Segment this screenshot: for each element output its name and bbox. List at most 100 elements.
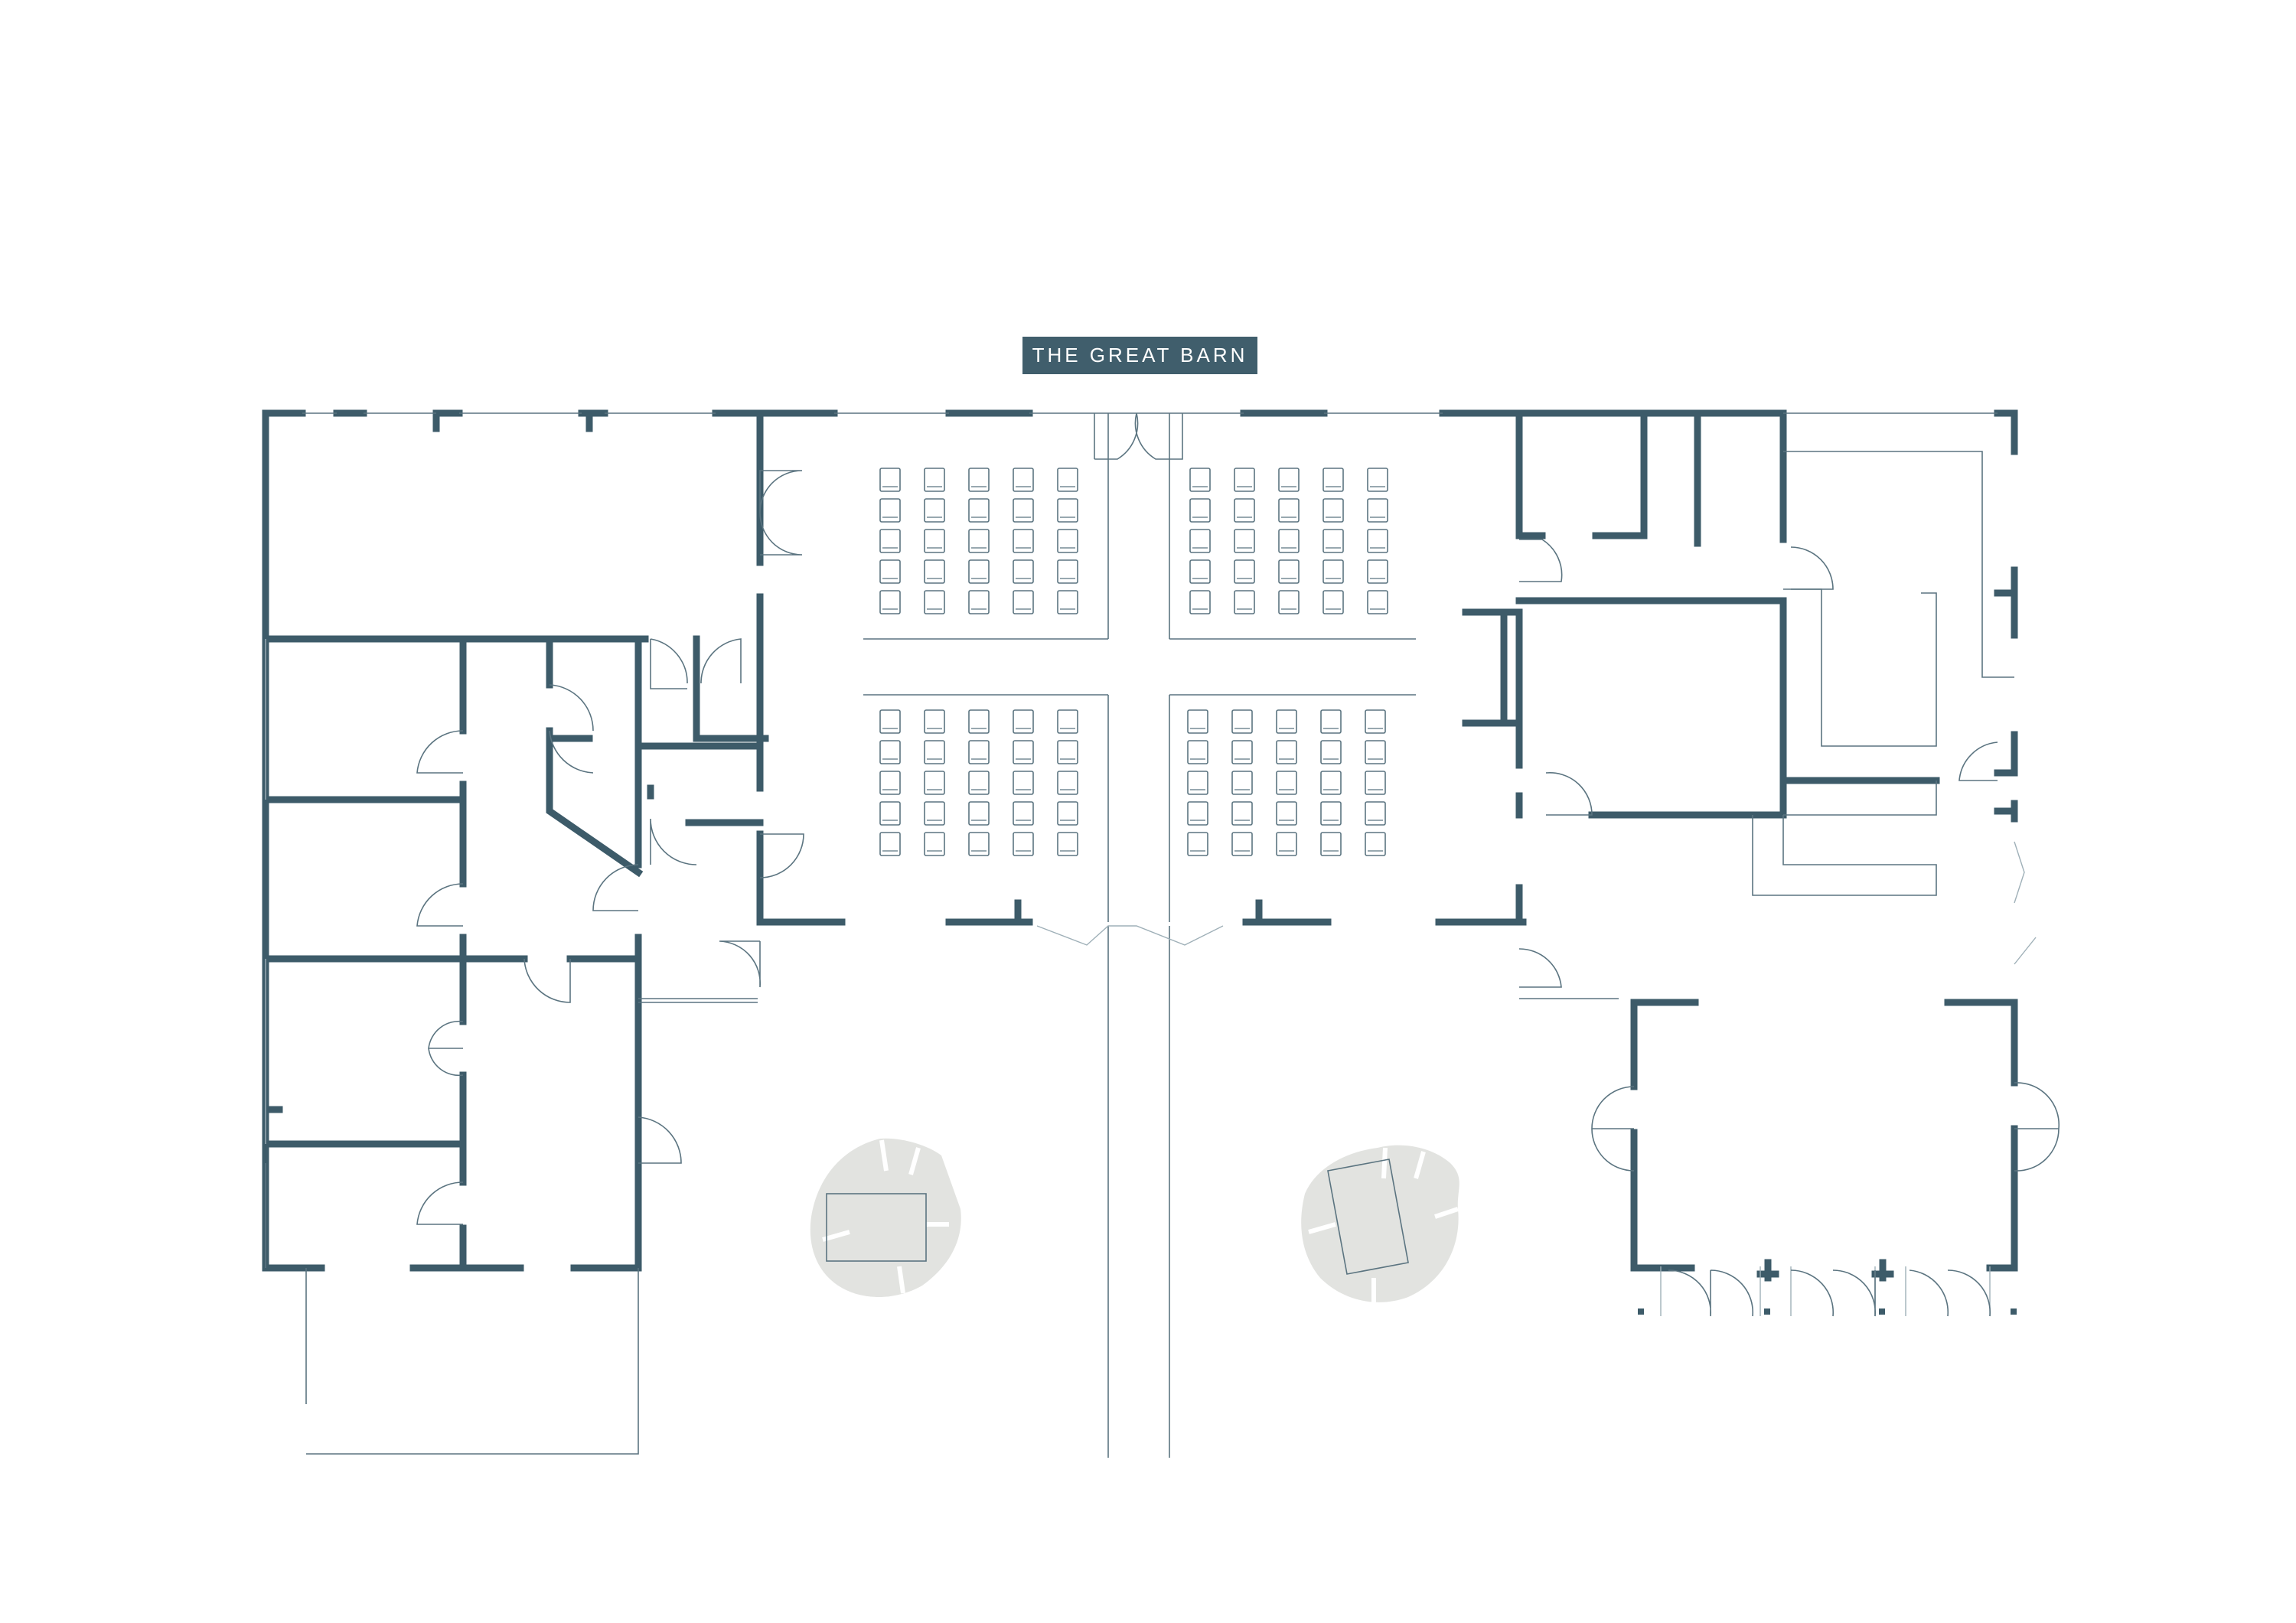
chair (1276, 801, 1297, 826)
chair (1322, 529, 1344, 553)
chair (879, 832, 901, 856)
table-right (1327, 1159, 1409, 1275)
chair (1057, 771, 1078, 795)
chair (968, 740, 990, 764)
chair (879, 468, 901, 492)
chair (1365, 740, 1386, 764)
chair (1367, 559, 1388, 584)
chair (924, 832, 945, 856)
chair (1276, 832, 1297, 856)
chair (1187, 832, 1208, 856)
chair (1320, 740, 1342, 764)
terrace-posts (1638, 1309, 2017, 1315)
chair (1320, 801, 1342, 826)
chair (879, 801, 901, 826)
chair (968, 709, 990, 734)
building-title-label: THE GREAT BARN (1022, 337, 1257, 374)
chair (1365, 771, 1386, 795)
chair (1365, 709, 1386, 734)
chair (968, 771, 990, 795)
chair (1013, 771, 1034, 795)
chair (968, 590, 990, 614)
chair (1322, 468, 1344, 492)
chair (879, 529, 901, 553)
chair (1013, 801, 1034, 826)
chair (1189, 559, 1211, 584)
chair (1189, 468, 1211, 492)
chair (1187, 801, 1208, 826)
right-wing-walls (1462, 597, 2018, 1282)
chair (1276, 771, 1297, 795)
chair (968, 498, 990, 523)
chair (968, 559, 990, 584)
chair (1057, 529, 1078, 553)
chair (1322, 498, 1344, 523)
chair (1276, 709, 1297, 734)
chair (1013, 832, 1034, 856)
chair (1057, 832, 1078, 856)
chair (1234, 559, 1255, 584)
chair (924, 468, 945, 492)
table-left (826, 1193, 927, 1262)
chair (924, 498, 945, 523)
chair (1320, 771, 1342, 795)
chair (1057, 590, 1078, 614)
chair (1057, 801, 1078, 826)
chair (879, 740, 901, 764)
doors (416, 412, 2060, 1317)
chair (879, 709, 901, 734)
chair (1013, 529, 1034, 553)
chair (1057, 740, 1078, 764)
chair (1013, 468, 1034, 492)
chair (924, 529, 945, 553)
chair (1189, 498, 1211, 523)
chair (1187, 740, 1208, 764)
chair (1367, 468, 1388, 492)
chair (1278, 559, 1300, 584)
chair (1057, 468, 1078, 492)
chair (1013, 740, 1034, 764)
chair (1231, 832, 1253, 856)
chair (1276, 740, 1297, 764)
seating-chairs (879, 468, 1388, 856)
chair (1234, 590, 1255, 614)
chair (1189, 590, 1211, 614)
chair (879, 590, 901, 614)
chair (1057, 559, 1078, 584)
chair (1187, 771, 1208, 795)
tree-right (1301, 1145, 1459, 1305)
chair (924, 590, 945, 614)
chair (968, 801, 990, 826)
chair (1278, 468, 1300, 492)
chair (1278, 529, 1300, 553)
chair (1320, 709, 1342, 734)
chair (1367, 529, 1388, 553)
chair (1365, 801, 1386, 826)
chair (879, 771, 901, 795)
chair (1013, 559, 1034, 584)
chair (924, 740, 945, 764)
chair (1365, 832, 1386, 856)
chair (968, 529, 990, 553)
chair (968, 468, 990, 492)
chair (1231, 771, 1253, 795)
chair (1320, 832, 1342, 856)
chair (1234, 529, 1255, 553)
chair (1231, 801, 1253, 826)
chair (1013, 498, 1034, 523)
chair (1367, 498, 1388, 523)
building-title-text: THE GREAT BARN (1032, 344, 1248, 367)
chair (1278, 498, 1300, 523)
chair (924, 559, 945, 584)
chair (1322, 559, 1344, 584)
chair (1189, 529, 1211, 553)
chair (1013, 590, 1034, 614)
chair (1278, 590, 1300, 614)
left-wing-walls (262, 409, 769, 1272)
chair (1057, 498, 1078, 523)
chair (968, 832, 990, 856)
chair (1187, 709, 1208, 734)
chair (1231, 740, 1253, 764)
chair (924, 801, 945, 826)
